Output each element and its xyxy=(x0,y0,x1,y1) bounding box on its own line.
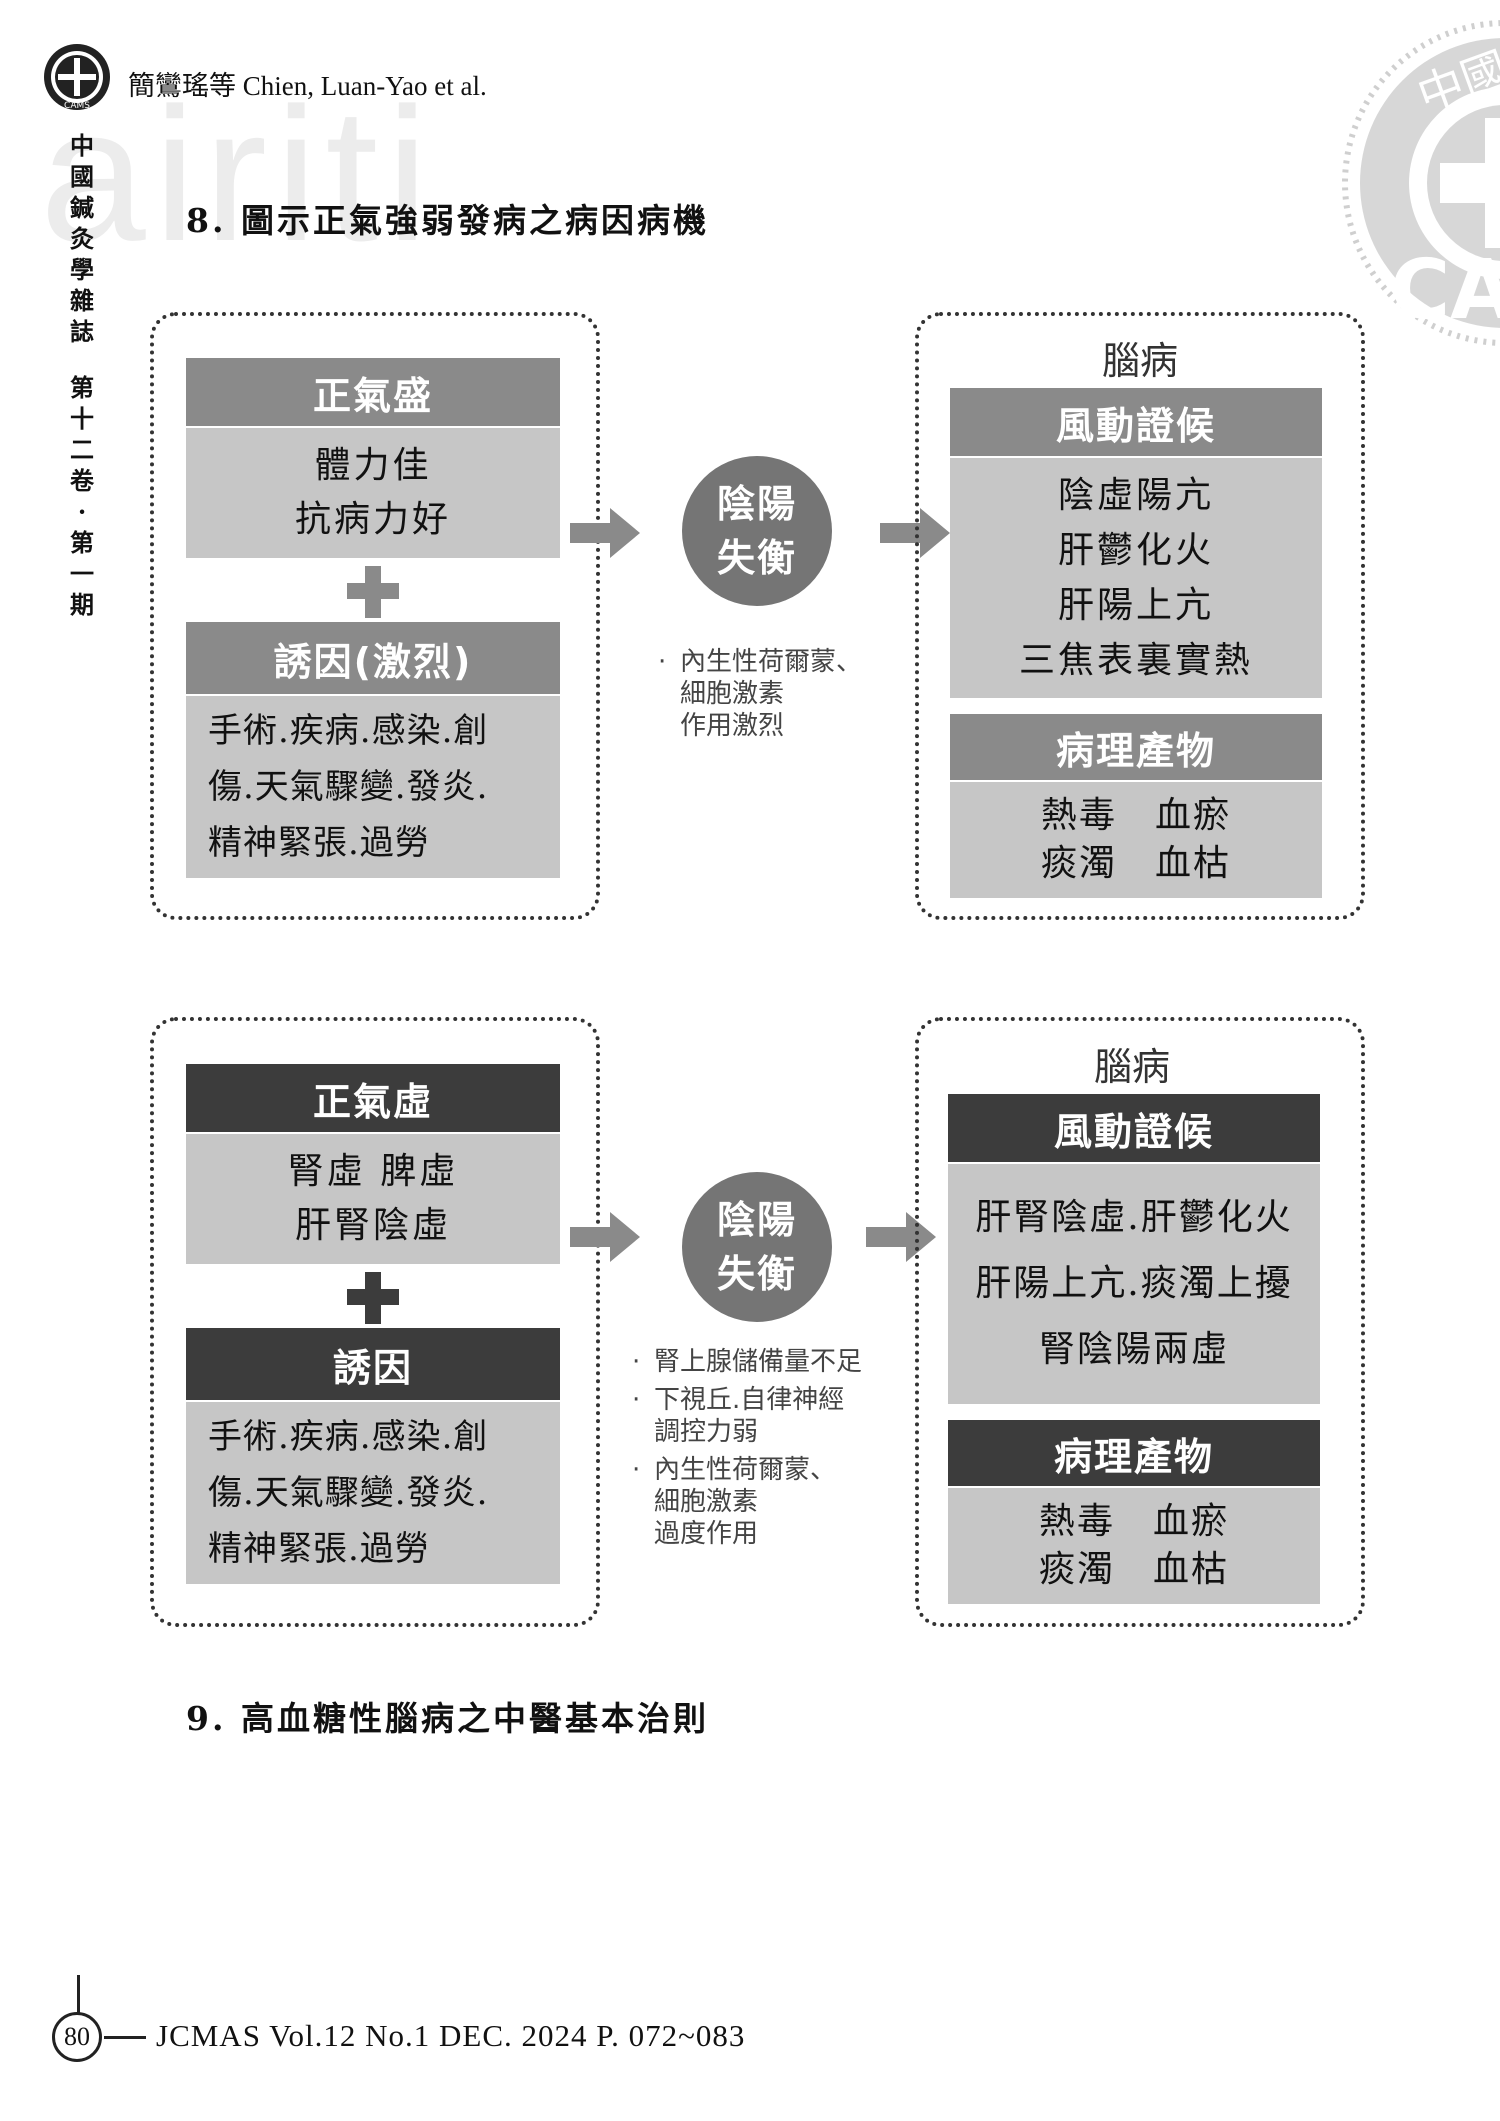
diagram2-product-body: 熱毒 血瘀痰濁 血枯 xyxy=(948,1488,1320,1604)
diagram1-product-body: 熱毒 血瘀痰濁 血枯 xyxy=(950,782,1322,898)
page-number: 80 xyxy=(52,2012,102,2062)
diagram2-qi-body: 腎虛 脾虛肝腎陰虛 xyxy=(186,1134,560,1264)
diagram2-right-frame xyxy=(915,1017,1365,1627)
journal-logo: CAMS xyxy=(44,44,110,111)
volume-vertical: 第十二卷·第一期 xyxy=(70,373,94,619)
diagram2-qi-header: 正氣虛 xyxy=(186,1064,560,1132)
diagram1-left-frame xyxy=(150,312,600,920)
footer-citation: JCMAS Vol.12 No.1 DEC. 2024 P. 072~083 xyxy=(156,2018,746,2053)
diagram2-syndrome-header: 風動證候 xyxy=(948,1094,1320,1162)
footer-rule-horizontal xyxy=(104,2036,146,2039)
section-8-title: 8. 圖示正氣強弱發病之病因病機 xyxy=(186,201,709,240)
diagram1-syndrome-header: 風動證候 xyxy=(950,388,1322,456)
diagram2-notes: ·腎上腺儲備量不足 ·下視丘.自律神經 調控力弱 ·內生性荷爾蒙、 細胞激素 過… xyxy=(632,1347,863,1549)
diagram1-arrow-left-icon xyxy=(570,508,640,558)
logo-text: CAMS xyxy=(64,101,90,111)
diagram2-imbalance-circle: 陰陽失衡 xyxy=(682,1172,832,1322)
diagram2-cause-header: 誘因 xyxy=(186,1328,560,1400)
seal-letters: CA xyxy=(1390,243,1500,338)
diagram1-syndrome-body: 陰虛陽亢肝鬱化火肝陽上亢三焦表裏實熱 xyxy=(950,458,1322,698)
diagram1-brain-label: 腦病 xyxy=(1101,339,1178,383)
diagram1-qi-header: 正氣盛 xyxy=(186,358,560,426)
diagram2-arrow-left-icon xyxy=(570,1212,640,1262)
diagram1-right-frame xyxy=(915,312,1365,920)
watermark: airiti xyxy=(40,69,437,281)
diagram1-imbalance-circle: 陰陽失衡 xyxy=(682,456,832,606)
diagram1-notes: ·內生性荷爾蒙、 細胞激素 作用激烈 xyxy=(658,647,863,741)
journal-name-vertical: 中國鍼灸學雜誌 xyxy=(70,131,94,346)
diagram1-qi-body: 體力佳抗病力好 xyxy=(186,428,560,558)
diagram1-product-header: 病理產物 xyxy=(950,714,1322,780)
diagram1-cause-body: 手術.疾病.感染.創傷.天氣驟變.發炎.精神緊張.過勞 xyxy=(186,696,560,878)
diagram2-cause-body: 手術.疾病.感染.創傷.天氣驟變.發炎.精神緊張.過勞 xyxy=(186,1402,560,1584)
section-9-title: 9. 高血糖性腦病之中醫基本治則 xyxy=(186,1699,709,1738)
seal-watermark: 中國鍼 CA xyxy=(1342,20,1500,346)
header-author: 簡鸞瑤等 Chien, Luan-Yao et al. xyxy=(128,71,487,101)
diagram2-product-header: 病理產物 xyxy=(948,1420,1320,1486)
diagram1-plus-icon xyxy=(347,566,399,618)
diagram2-plus-icon xyxy=(347,1272,399,1324)
footer-rule-vertical xyxy=(77,1975,80,2017)
diagram2-brain-label: 腦病 xyxy=(1093,1045,1170,1089)
diagram1-cause-header: 誘因(激烈) xyxy=(186,622,560,694)
diagram2-syndrome-body: 肝腎陰虛.肝鬱化火肝陽上亢.痰濁上擾腎陰陽兩虛 xyxy=(948,1164,1320,1404)
diagram2-left-frame xyxy=(150,1017,600,1627)
